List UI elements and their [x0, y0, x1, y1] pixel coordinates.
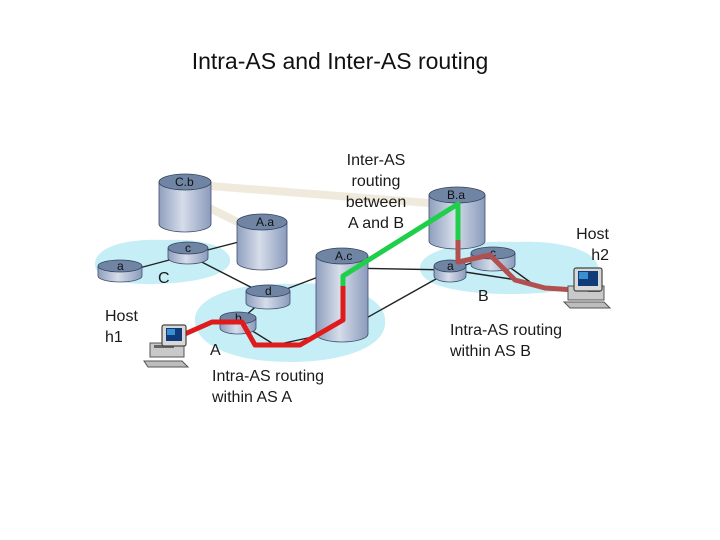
- router-a: a: [97, 259, 143, 283]
- router-label: d: [265, 284, 272, 298]
- intra-as-b-path: [455, 240, 576, 293]
- router-c: c: [167, 241, 209, 265]
- router-label: B.a: [447, 188, 465, 202]
- router-a-d: d: [245, 284, 291, 310]
- router-label: a: [117, 259, 124, 273]
- router-a-a: A.a: [236, 213, 288, 271]
- router-label: c: [185, 241, 191, 255]
- slide-title: Intra-AS and Inter-AS routing: [191, 48, 489, 74]
- router-label: c: [490, 246, 496, 260]
- intra-as-a-path: [176, 286, 346, 348]
- host-h2-label: Host h2: [576, 226, 609, 264]
- as-b-label: B: [478, 288, 489, 305]
- router-c-b: C.b: [158, 173, 212, 233]
- host-h2-computer: [562, 267, 612, 309]
- router-label: A.c: [335, 249, 352, 263]
- router-label: b: [235, 311, 242, 325]
- host-h1-computer: [143, 324, 190, 368]
- as-a-label: A: [210, 342, 221, 359]
- host-h1-label: Host h1: [105, 308, 138, 346]
- inter-as-path: [340, 201, 461, 286]
- intra-as-b-label: Intra-AS routing within AS B: [450, 322, 563, 360]
- inter-as-routing-label: Inter-AS routing between A and B: [345, 152, 407, 232]
- router-label: A.a: [256, 215, 274, 229]
- intra-as-a-label: Intra-AS routing within AS A: [212, 368, 325, 406]
- as-c-label: C: [158, 270, 170, 287]
- router-label: C.b: [175, 175, 194, 189]
- router-label: a: [447, 259, 454, 273]
